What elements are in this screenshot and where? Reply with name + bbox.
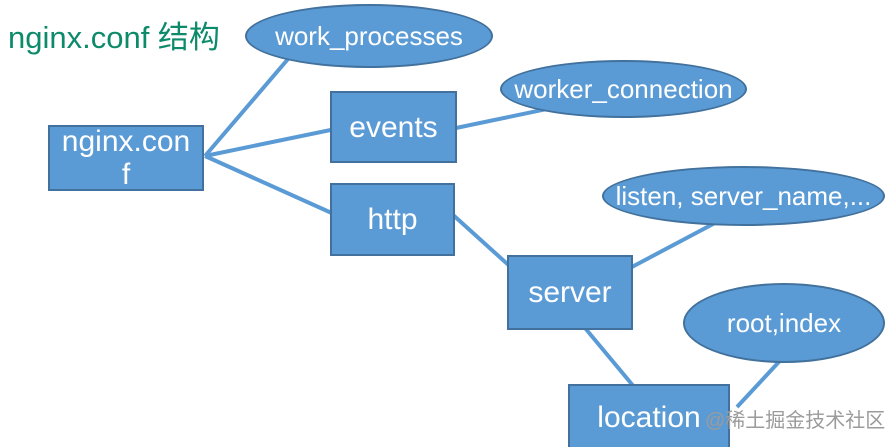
- node-work-processes-label: work_processes: [275, 20, 463, 51]
- node-worker-connection-label: worker_connection: [514, 73, 733, 104]
- node-events-label: events: [349, 110, 438, 144]
- node-nginx-conf: nginx.conf: [48, 125, 204, 191]
- node-server-label: server: [528, 276, 612, 309]
- node-location-label: location: [597, 400, 701, 434]
- node-nginx-conf-label: nginx.conf: [61, 125, 191, 191]
- node-events: events: [330, 91, 457, 163]
- node-worker-connection: worker_connection: [500, 60, 747, 118]
- watermark: @稀土掘金技术社区: [705, 410, 886, 432]
- edge-nginxconf-events: [204, 125, 346, 158]
- edge-nginxconf-http: [204, 154, 346, 221]
- node-work-processes: work_processes: [245, 4, 493, 68]
- node-root-index: root,index: [683, 283, 885, 363]
- node-location: location: [568, 384, 730, 447]
- node-server: server: [507, 255, 633, 330]
- node-http-label: http: [367, 203, 418, 236]
- node-listen-server-name-label: listen, server_name,...: [615, 180, 872, 211]
- node-http: http: [330, 183, 455, 256]
- diagram-title: nginx.conf 结构: [8, 20, 220, 55]
- node-root-index-label: root,index: [726, 307, 842, 338]
- edge-nginxconf-workprocesses: [203, 43, 302, 158]
- node-listen-server-name: listen, server_name,...: [602, 166, 885, 226]
